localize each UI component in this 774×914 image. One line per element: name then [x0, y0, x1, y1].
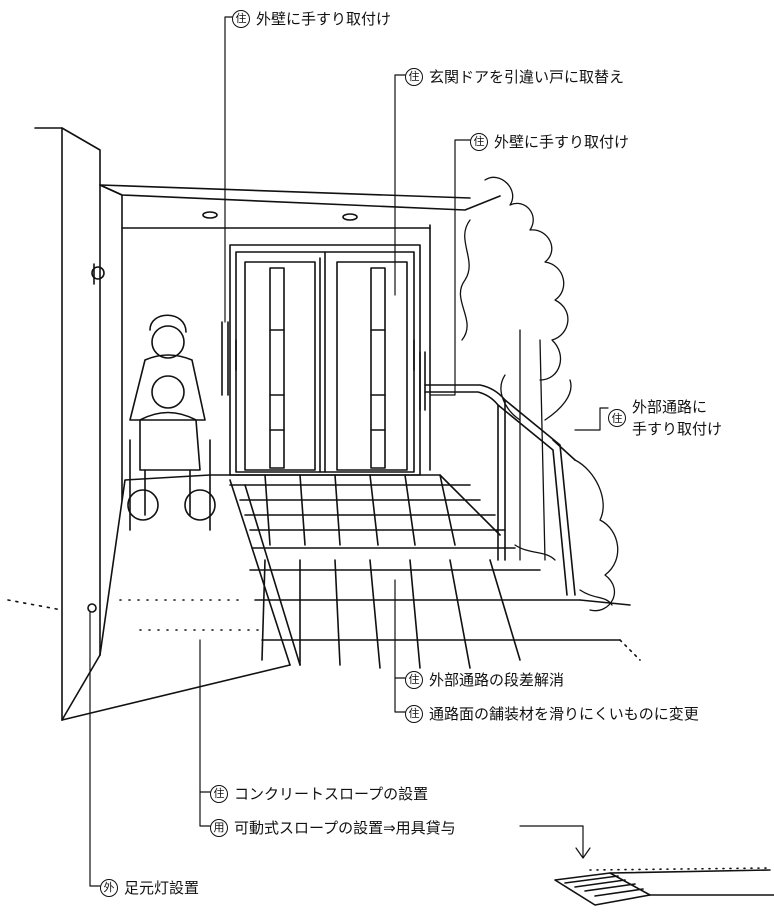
foot-light-icon	[87, 603, 97, 613]
outside-mark-icon: 外	[100, 878, 118, 897]
callout-text: 外壁に手すり取付け	[256, 10, 392, 28]
outer-path-handrail	[424, 384, 576, 596]
callout-foot-light: 外 足元灯設置	[100, 877, 199, 898]
callout-outer-path-handrail: 住 外部通路に 手すり取付け	[608, 396, 722, 440]
callout-text: 通路面の舗装材を滑りにくいものに変更	[429, 705, 699, 723]
housing-mark-icon: 住	[210, 784, 228, 803]
callout-paving-change: 住 通路面の舗装材を滑りにくいものに変更	[405, 703, 699, 724]
leader-lines	[89, 16, 609, 887]
callout-text-line1: 外部通路に	[632, 398, 708, 416]
callout-step-elimination: 住 外部通路の段差解消	[405, 669, 564, 690]
entrance-canopy	[99, 184, 501, 501]
wall-lamp-icon	[91, 266, 105, 280]
left-wall	[7, 127, 123, 721]
caregiver-figure	[129, 314, 206, 421]
concrete-ramp	[61, 474, 301, 721]
callout-concrete-slope: 住 コンクリートスロープの設置	[210, 783, 428, 804]
housing-mark-icon: 住	[405, 704, 423, 723]
callout-text: コンクリートスロープの設置	[234, 785, 429, 803]
callout-text: 外壁に手すり取付け	[494, 133, 630, 151]
callout-text: 可動式スロープの設置⇒用具貸与	[234, 819, 456, 837]
sliding-door	[229, 244, 421, 476]
callout-entrance-door: 住 玄関ドアを引違い戸に取替え	[405, 66, 624, 87]
ceiling-light-icon	[202, 211, 218, 219]
wheelchair-wheel	[127, 489, 159, 521]
wheelchair-user-figure	[127, 375, 216, 531]
callout-handrail-outer-wall-right: 住 外壁に手すり取付け	[470, 131, 629, 152]
callout-handrail-outer-wall-left: 住 外壁に手すり取付け	[232, 8, 391, 29]
housing-mark-icon: 住	[405, 670, 423, 689]
housing-mark-icon: 住	[470, 132, 488, 151]
ground	[579, 599, 641, 661]
wheelchair-wheel	[184, 489, 216, 521]
tree	[459, 176, 619, 612]
housing-mark-icon: 住	[608, 409, 626, 427]
equipment-mark-icon: 用	[210, 818, 228, 837]
wall-handrail-right	[419, 351, 426, 411]
ceiling-light-icon	[342, 213, 358, 221]
wall-handrail-left	[221, 321, 229, 396]
callout-text: 足元灯設置	[124, 879, 200, 897]
callout-movable-slope: 用 可動式スロープの設置⇒用具貸与	[210, 817, 456, 838]
callout-text: 外部通路の段差解消	[429, 671, 565, 689]
porch-steps	[209, 474, 621, 669]
housing-mark-icon: 住	[232, 9, 250, 28]
movable-slope-inset	[554, 867, 774, 906]
housing-mark-icon: 住	[405, 67, 423, 86]
callout-text: 玄関ドアを引違い戸に取替え	[429, 68, 625, 86]
callout-text-line2: 手すり取付け	[632, 420, 723, 438]
